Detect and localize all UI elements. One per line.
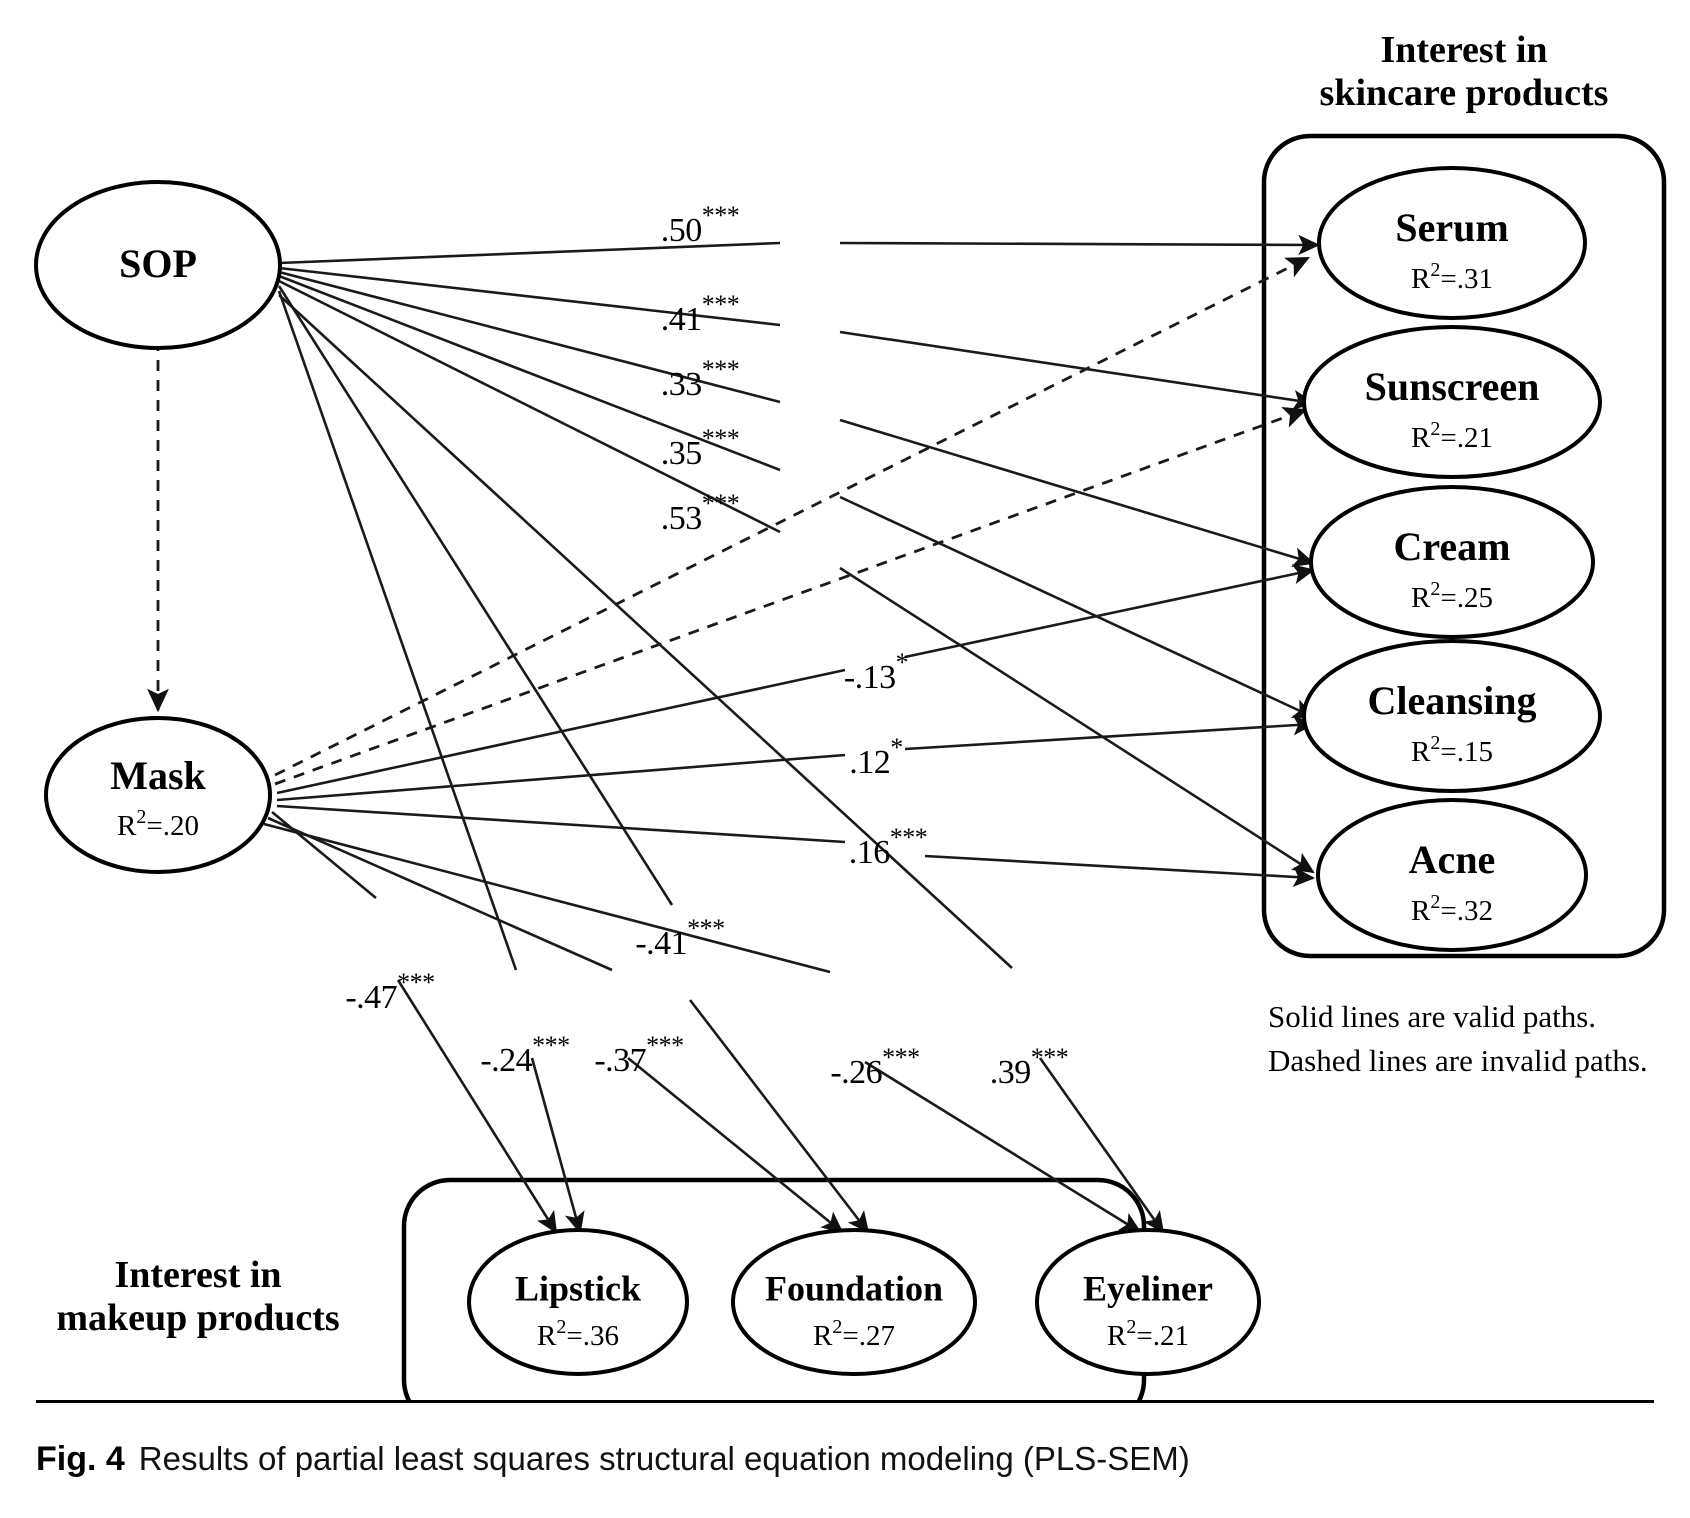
mask-ellipse bbox=[44, 716, 272, 874]
coef-sop-acne: .53*** bbox=[661, 489, 740, 536]
path-sop-acne-b bbox=[839, 566, 1315, 874]
lipstick-ellipse bbox=[467, 1228, 689, 1376]
path-mask-foundation-b bbox=[627, 1056, 844, 1234]
node-sop[interactable]: SOP bbox=[34, 180, 282, 350]
node-acne[interactable]: Acne R2=.32 bbox=[1316, 798, 1588, 952]
coef-sop-serum: .50*** bbox=[661, 201, 740, 248]
path-sop-eyeliner-b bbox=[1038, 1057, 1165, 1234]
node-cleansing[interactable]: Cleansing R2=.15 bbox=[1302, 639, 1602, 793]
path-sop-sunscreen-a bbox=[278, 266, 781, 327]
figure-number: Fig. 4 bbox=[36, 1439, 125, 1478]
node-cream[interactable]: Cream R2=.25 bbox=[1309, 485, 1595, 639]
serum-label: Serum bbox=[1395, 205, 1508, 250]
figure-caption-text: Results of partial least squares structu… bbox=[138, 1440, 1190, 1477]
path-mask-eyeliner-b bbox=[864, 1060, 1142, 1234]
coef-mask-cleansing: .12* bbox=[849, 733, 903, 780]
path-sop-cream-b bbox=[839, 418, 1315, 567]
path-sop-lipstick-b bbox=[530, 1057, 585, 1235]
coef-sop-cream: .33*** bbox=[661, 355, 740, 402]
acne-label: Acne bbox=[1409, 837, 1496, 882]
eyeliner-label: Eyeliner bbox=[1083, 1268, 1213, 1308]
sunscreen-label: Sunscreen bbox=[1365, 364, 1540, 409]
path-mask-cleansing-b bbox=[904, 715, 1316, 751]
path-sop-serum-a bbox=[278, 241, 781, 265]
cleansing-r2: R2=.15 bbox=[1411, 732, 1493, 768]
path-mask-acne-a bbox=[276, 804, 846, 844]
node-serum[interactable]: Serum R2=.31 bbox=[1317, 166, 1587, 320]
foundation-label: Foundation bbox=[765, 1268, 943, 1308]
makeup-group-title-line2: makeup products bbox=[56, 1297, 339, 1339]
path-sop-cleansing-b bbox=[839, 495, 1315, 719]
path-sop-cleansing-a bbox=[278, 274, 781, 472]
acne-ellipse bbox=[1316, 798, 1588, 952]
coef-mask-cream: -.13* bbox=[844, 648, 908, 695]
path-mask-cleansing-a bbox=[276, 753, 846, 802]
path-sop-serum-b bbox=[839, 234, 1321, 256]
cream-r2: R2=.25 bbox=[1411, 578, 1493, 614]
node-foundation[interactable]: Foundation R2=.27 bbox=[731, 1228, 977, 1376]
node-eyeliner[interactable]: Eyeliner R2=.21 bbox=[1035, 1228, 1261, 1376]
path-sop-cream-a bbox=[278, 270, 781, 404]
coef-sop-lipstick: -.24*** bbox=[480, 1031, 569, 1078]
coef-sop-sunscreen: .41*** bbox=[661, 290, 740, 337]
serum-ellipse bbox=[1317, 166, 1587, 320]
acne-r2: R2=.32 bbox=[1411, 891, 1493, 927]
skincare-group-title-line2: skincare products bbox=[1320, 72, 1609, 114]
coef-mask-lipstick: -.47*** bbox=[345, 968, 434, 1015]
node-lipstick[interactable]: Lipstick R2=.36 bbox=[467, 1228, 689, 1376]
makeup-group-title-line1: Interest in bbox=[114, 1254, 281, 1296]
coef-mask-eyeliner: -.26*** bbox=[830, 1043, 919, 1090]
eyeliner-ellipse bbox=[1035, 1228, 1261, 1376]
serum-r2: R2=.31 bbox=[1411, 259, 1493, 295]
cleansing-label: Cleansing bbox=[1368, 678, 1537, 723]
coef-sop-foundation: -.41*** bbox=[635, 914, 724, 961]
legend-solid-line: Solid lines are valid paths. bbox=[1268, 999, 1596, 1034]
path-mask-eyeliner-a bbox=[263, 822, 831, 974]
foundation-r2: R2=.27 bbox=[813, 1316, 895, 1352]
path-mask-foundation-a bbox=[267, 816, 613, 972]
eyeliner-r2: R2=.21 bbox=[1107, 1316, 1189, 1352]
lipstick-label: Lipstick bbox=[515, 1268, 641, 1308]
legend-dashed-line: Dashed lines are invalid paths. bbox=[1268, 1043, 1648, 1078]
sop-label: SOP bbox=[119, 241, 197, 286]
path-mask-cream-b bbox=[904, 564, 1316, 659]
cream-label: Cream bbox=[1394, 524, 1511, 569]
path-mask-acne-b bbox=[924, 854, 1316, 888]
mask-label: Mask bbox=[110, 753, 206, 798]
coef-mask-acne: .16*** bbox=[849, 823, 928, 870]
sunscreen-r2: R2=.21 bbox=[1411, 418, 1493, 454]
lipstick-r2: R2=.36 bbox=[537, 1316, 619, 1352]
skincare-group-box bbox=[1261, 133, 1667, 959]
mask-r2: R2=.20 bbox=[117, 806, 199, 842]
coef-sop-cleansing: .35*** bbox=[661, 424, 740, 471]
coef-sop-eyeliner: .39*** bbox=[990, 1043, 1069, 1090]
node-mask[interactable]: Mask R2=.20 bbox=[44, 716, 272, 874]
path-sop-acne-a bbox=[278, 279, 781, 534]
path-mask-sunscreen-dashed bbox=[274, 406, 1308, 786]
sop-ellipse bbox=[34, 180, 282, 350]
coef-mask-foundation: -.37*** bbox=[594, 1031, 683, 1078]
sunscreen-ellipse bbox=[1302, 325, 1602, 479]
path-mask-serum-dashed bbox=[274, 256, 1311, 777]
node-sunscreen[interactable]: Sunscreen R2=.21 bbox=[1302, 325, 1602, 479]
caption-divider bbox=[36, 1400, 1654, 1403]
path-sop-foundation-b bbox=[688, 999, 870, 1234]
figure-caption: Fig. 4 Results of partial least squares … bbox=[0, 1400, 1690, 1518]
path-mask-lipstick-b bbox=[396, 979, 558, 1234]
skincare-group-title-line1: Interest in bbox=[1380, 29, 1547, 71]
path-sop-eyeliner-a bbox=[278, 294, 1013, 969]
cream-ellipse bbox=[1309, 485, 1595, 639]
path-sop-foundation-a bbox=[277, 285, 674, 906]
path-sop-lipstick-a bbox=[277, 290, 518, 971]
path-sop-sunscreen-b bbox=[839, 330, 1316, 411]
path-mask-lipstick-a bbox=[271, 810, 377, 900]
cleansing-ellipse bbox=[1302, 639, 1602, 793]
foundation-ellipse bbox=[731, 1228, 977, 1376]
